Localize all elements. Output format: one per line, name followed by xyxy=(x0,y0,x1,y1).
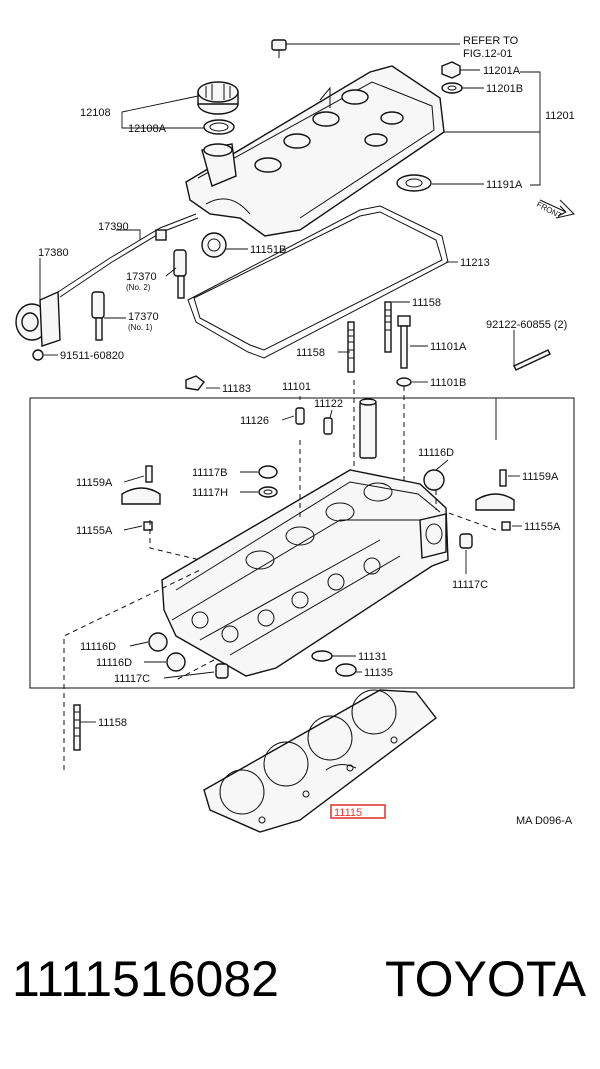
label-11101A: 11101A xyxy=(430,341,467,353)
label-11126: 11126 xyxy=(240,415,269,427)
brand-name: TOYOTA xyxy=(385,951,586,1007)
label-11115: 11115 xyxy=(334,807,362,819)
label-11191A: 11191A xyxy=(486,179,523,191)
cylinder-head-cover xyxy=(185,65,445,237)
label-17370-no1-sub: (No. 1) xyxy=(128,323,153,332)
label-11116D-left1: 11116D xyxy=(80,641,116,653)
label-11116D-top: 11116D xyxy=(418,447,454,459)
label-11135: 11135 xyxy=(364,667,393,679)
label-11159A-right: 11159A xyxy=(522,471,559,483)
cylinder-head xyxy=(161,469,449,677)
label-12108: 12108 xyxy=(80,107,111,119)
seals-and-plugs xyxy=(148,465,473,679)
label-11183: 11183 xyxy=(222,383,251,395)
label-92122-60855: 92122-60855 (2) xyxy=(486,319,567,331)
head-gasket xyxy=(203,689,437,833)
head-cover-gasket xyxy=(187,205,449,359)
figure-code: MA D096-A xyxy=(516,815,573,827)
actuator-assembly xyxy=(15,290,61,361)
label-11159A-left: 11159A xyxy=(76,477,113,489)
label-11158-bottom: 11158 xyxy=(98,717,127,729)
refer-text-line2: FIG.12-01 xyxy=(463,48,513,60)
label-11155A-right: 11155A xyxy=(524,521,561,533)
label-11201A: 11201A xyxy=(483,65,521,77)
plug-11183 xyxy=(185,375,205,391)
vacuum-sensors xyxy=(57,213,199,341)
label-11117C-left: 11117C xyxy=(114,673,150,685)
label-11158-mid: 11158 xyxy=(296,347,325,359)
plug-tube-seal xyxy=(201,232,227,258)
label-11201: 11201 xyxy=(545,110,575,122)
front-arrow-icon xyxy=(539,199,575,219)
label-11155A-left: 11155A xyxy=(76,525,113,537)
highlight-box xyxy=(330,804,386,819)
guides xyxy=(295,398,377,459)
front-label: FRONT xyxy=(535,200,564,221)
label-11213: 11213 xyxy=(460,257,490,269)
label-11131: 11131 xyxy=(358,651,387,663)
label-11201B: 11201B xyxy=(486,83,523,95)
label-12108A: 12108A xyxy=(128,123,167,135)
part-labels: REFER TO FIG.12-01 11201A 11201B 11201 1… xyxy=(38,35,575,827)
label-11101: 11101 xyxy=(282,381,311,393)
label-11151B: 11151B xyxy=(250,244,286,256)
refer-text-line1: REFER TO xyxy=(463,35,519,47)
label-11158-top: 11158 xyxy=(412,297,441,309)
label-17380: 17380 xyxy=(38,247,69,259)
part-number: 1111516082 xyxy=(12,951,279,1007)
exploded-parts-diagram: REFER TO FIG.12-01 11201A 11201B 11201 1… xyxy=(15,35,575,833)
label-17370-no2: 17370 xyxy=(126,271,157,283)
label-11117C-right: 11117C xyxy=(452,579,488,591)
label-17370-no2-sub: (No. 2) xyxy=(126,283,151,292)
label-11122: 11122 xyxy=(314,398,343,410)
footer: 1111516082 TOYOTA xyxy=(0,950,600,1030)
reference-dashes xyxy=(63,380,497,770)
label-11117B: 11117B xyxy=(192,467,227,479)
studs xyxy=(73,301,551,751)
label-91511-60820: 91511-60820 xyxy=(60,350,124,362)
cylinder-head-frame xyxy=(29,397,575,689)
head-bolt xyxy=(396,315,412,387)
label-17390: 17390 xyxy=(98,221,129,233)
label-11117H: 11117H xyxy=(192,487,228,499)
label-17370-no1: 17370 xyxy=(128,311,159,323)
breather-plug xyxy=(271,39,287,58)
label-11116D-left2: 11116D xyxy=(96,657,132,669)
leader-lines xyxy=(39,43,541,723)
oil-filler-cap xyxy=(197,81,239,135)
cover-nuts xyxy=(396,61,463,192)
bearing-caps xyxy=(121,465,515,531)
label-11101B: 11101B xyxy=(430,377,466,389)
